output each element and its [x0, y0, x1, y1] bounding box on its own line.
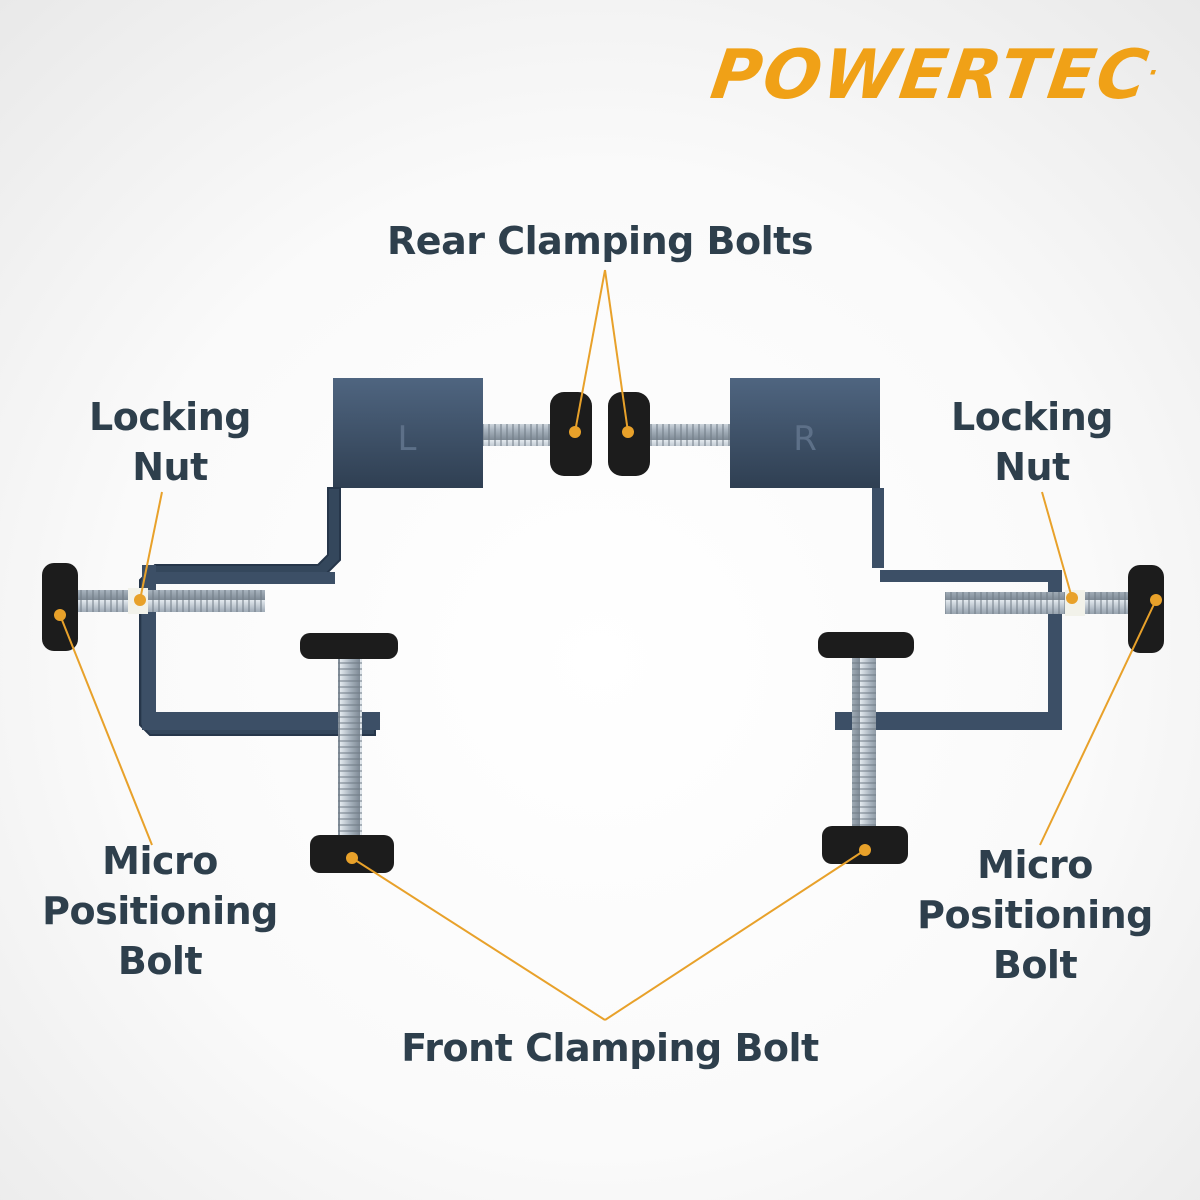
bracket-letter-right: R: [793, 419, 817, 459]
leader-micro-right: [1039, 599, 1157, 846]
left-bracket: [139, 378, 483, 736]
right-front-top-knob: [818, 632, 914, 658]
left-side-knob: [42, 563, 78, 651]
label-locking-nut-right-line2: Nut: [994, 445, 1070, 489]
left-front-top-knob: [300, 633, 398, 659]
rear-rod-right: [640, 424, 730, 446]
right-bracket: [730, 378, 1062, 730]
leader-front-left: [351, 857, 606, 1021]
leader-micro-left: [59, 614, 153, 846]
rear-rod-left: [483, 424, 563, 446]
bracket-letter-left: L: [398, 419, 417, 459]
right-riser: [872, 488, 884, 568]
right-side-rod: [945, 592, 1135, 614]
left-front-rod: [338, 655, 362, 850]
label-micro-left-line2: Positioning: [42, 889, 278, 933]
leader-rear-right: [604, 269, 629, 433]
leader-rear-left: [574, 269, 606, 433]
right-front-rod: [852, 655, 876, 850]
dot-micro-left: [54, 609, 66, 621]
label-micro-positioning-left: Micro Positioning Bolt: [30, 836, 290, 986]
label-micro-right-line2: Positioning: [917, 893, 1153, 937]
left-lower-arm: [150, 712, 380, 730]
label-micro-right-line3: Bolt: [992, 943, 1078, 987]
leader-dots: [54, 426, 1162, 864]
dot-micro-right: [1150, 594, 1162, 606]
label-rear-clamping-bolts: Rear Clamping Bolts: [387, 219, 813, 263]
dot-rear-right: [622, 426, 634, 438]
dot-front-left: [346, 852, 358, 864]
label-locking-nut-right-line1: Locking: [951, 395, 1113, 439]
leader-front-right: [604, 849, 866, 1021]
label-front-clamping-bolt: Front Clamping Bolt: [401, 1026, 819, 1070]
leader-locking-nut-right: [1041, 491, 1073, 599]
leader-locking-nut-left: [139, 491, 163, 601]
right-upper-arm: [880, 570, 1060, 582]
label-micro-right-line1: Micro: [977, 843, 1093, 887]
leader-lines: [59, 269, 1157, 1021]
label-locking-nut-left-line2: Nut: [132, 445, 208, 489]
label-locking-nut-left: Locking Nut: [70, 392, 270, 492]
left-side-rod: [75, 590, 265, 612]
label-locking-nut-right: Locking Nut: [932, 392, 1132, 492]
dot-front-right: [859, 844, 871, 856]
label-micro-left-line1: Micro: [102, 839, 218, 883]
right-lower-arm: [835, 712, 1060, 730]
label-locking-nut-left-line1: Locking: [89, 395, 251, 439]
dot-rear-left: [569, 426, 581, 438]
label-micro-left-line3: Bolt: [117, 939, 203, 983]
label-micro-positioning-right: Micro Positioning Bolt: [905, 840, 1165, 990]
dot-locking-right: [1066, 592, 1078, 604]
right-jaw-block: [730, 378, 880, 488]
left-upper-arm: [150, 572, 335, 584]
left-jaw-block: [333, 378, 483, 488]
dot-locking-left: [134, 594, 146, 606]
right-side-knob: [1128, 565, 1164, 653]
